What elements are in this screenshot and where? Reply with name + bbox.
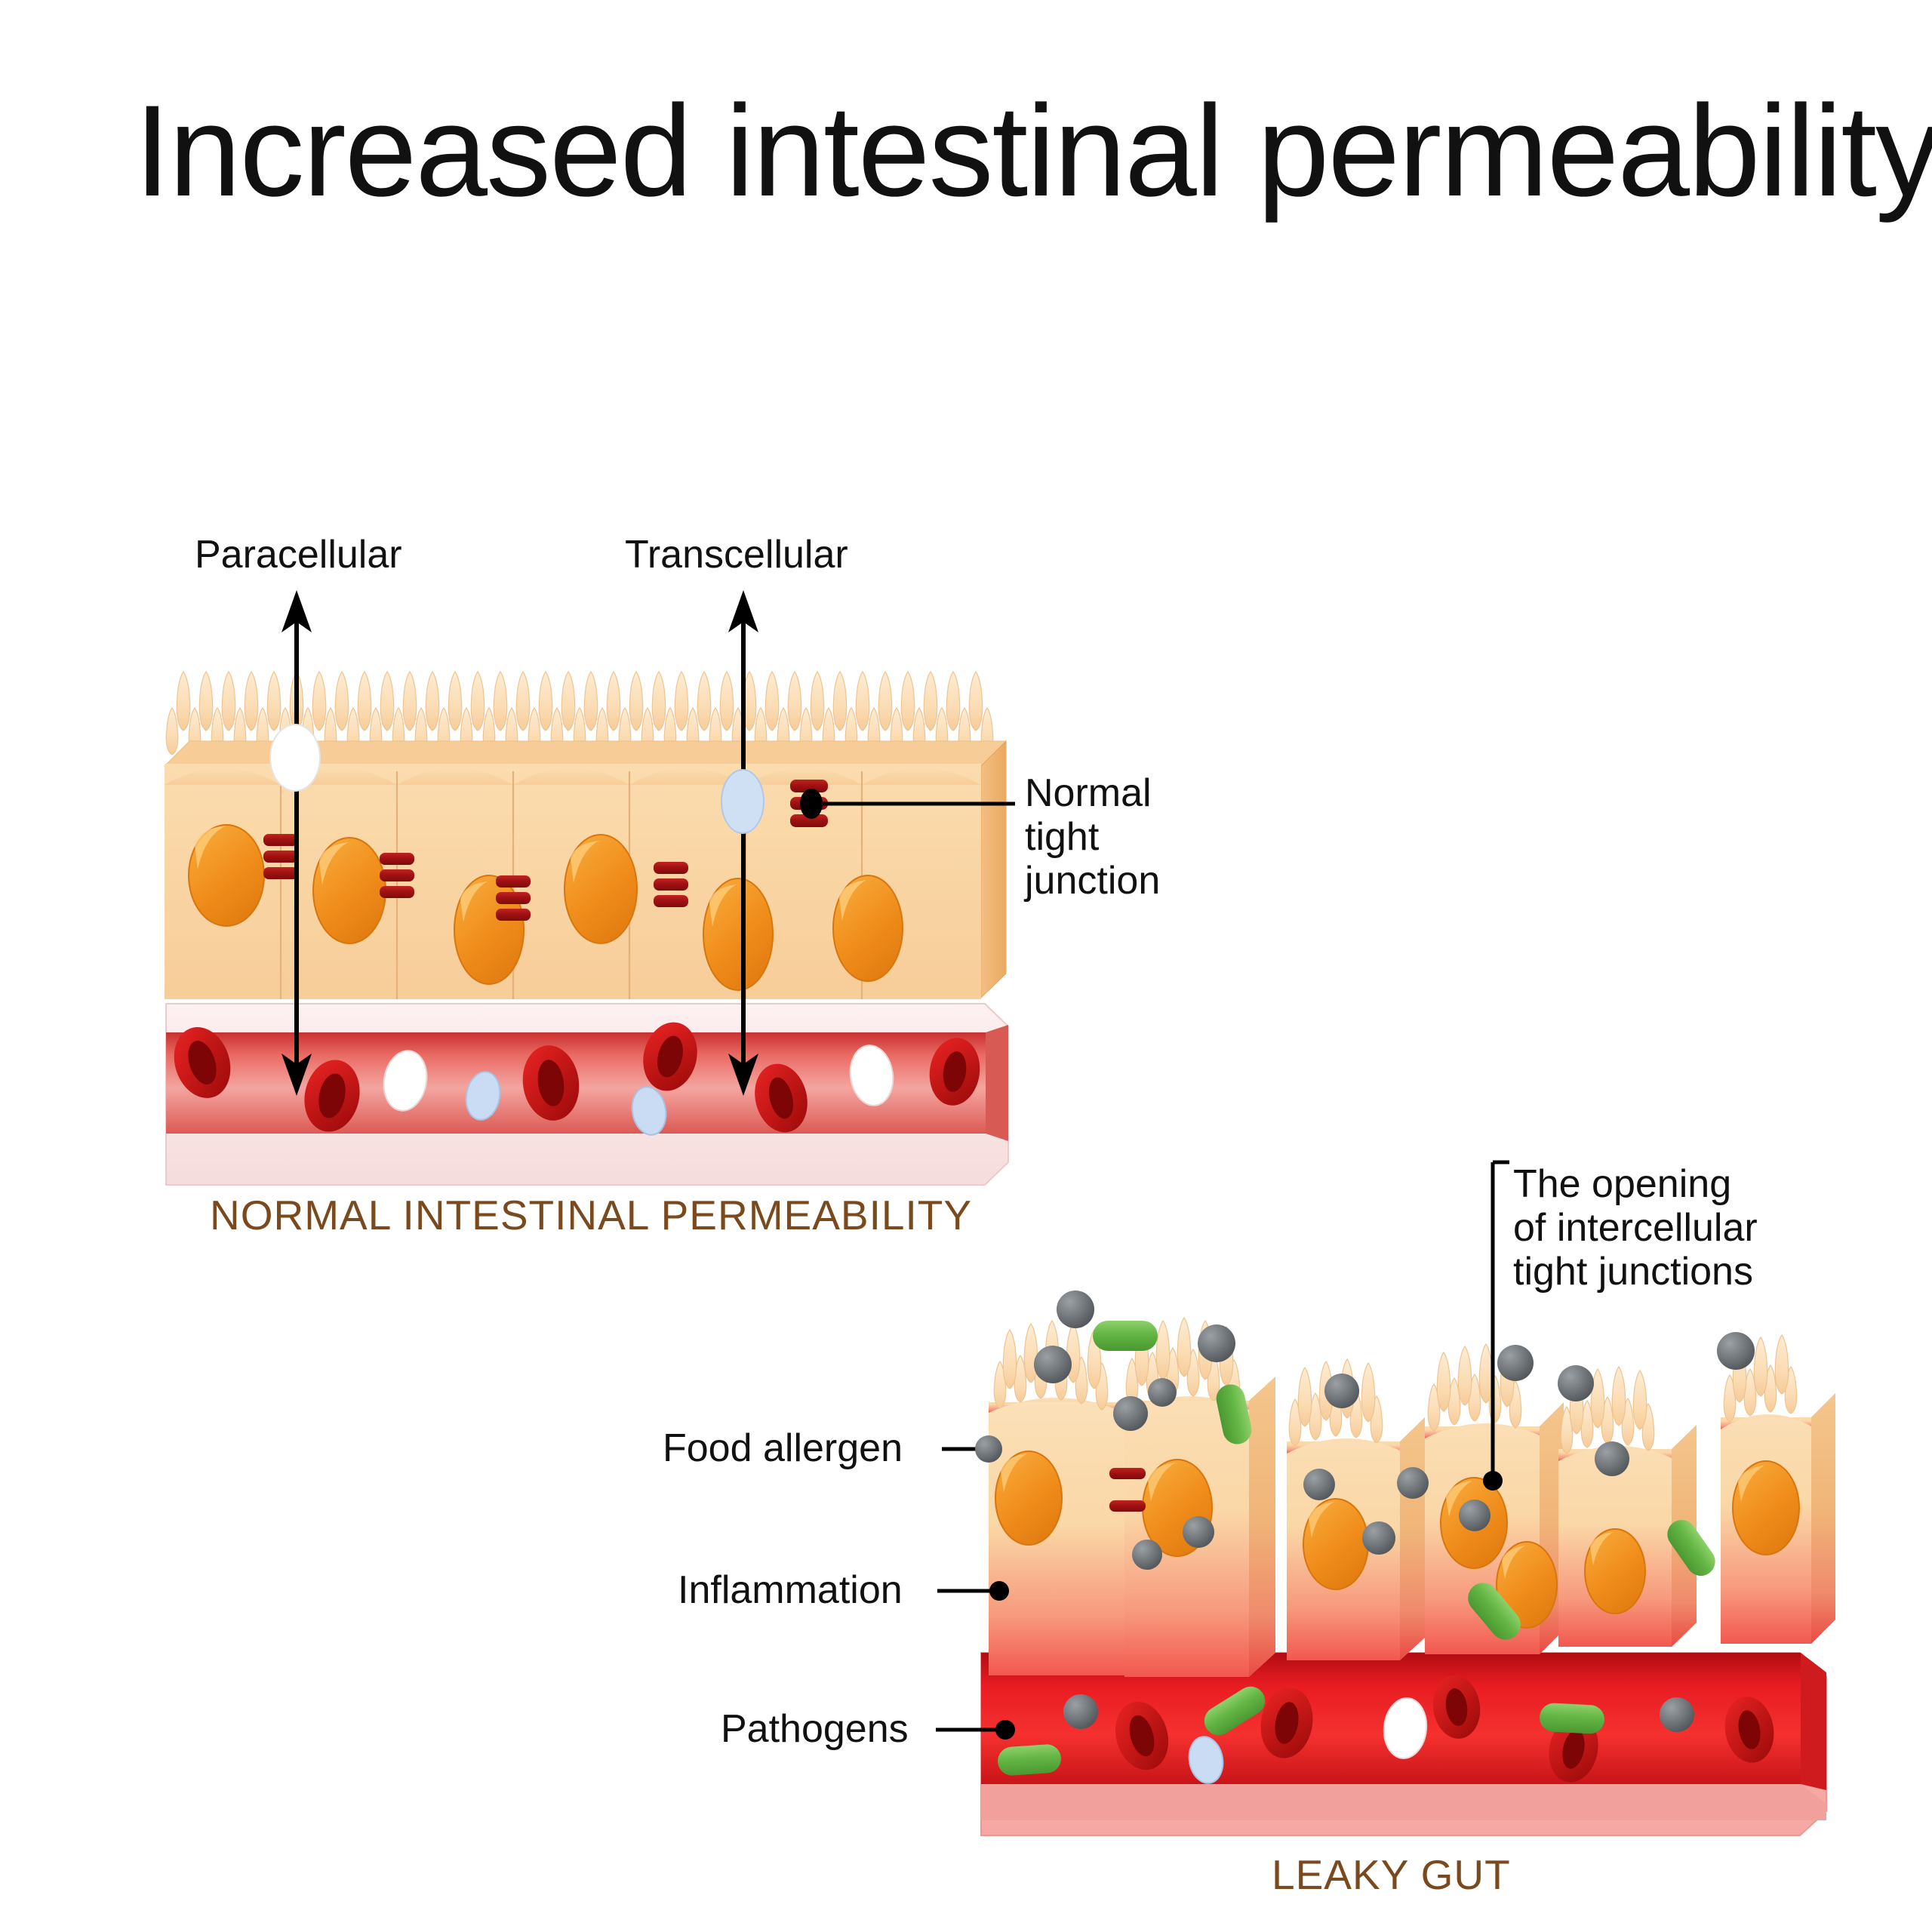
label-transcellular: Transcellular — [625, 533, 848, 577]
caption-leaky-gut: LEAKY GUT — [1272, 1851, 1511, 1898]
normal-epithelium — [163, 740, 1008, 999]
labelled-tight-junction — [790, 780, 828, 827]
leaky-white-blood-cell — [1383, 1697, 1428, 1759]
broken-tight-junction — [1109, 1468, 1146, 1512]
transported-particles — [269, 724, 764, 834]
otj-line-3: tight junctions — [1513, 1250, 1753, 1294]
label-food-allergen: Food allergen — [663, 1426, 903, 1470]
white-blood-cells — [383, 1044, 894, 1112]
leaky-lymphocyte — [1188, 1736, 1224, 1784]
label-opening-tight-junctions: The opening of intercellular tight junct… — [1513, 1162, 1758, 1294]
pathogen-group — [1093, 1321, 1715, 1640]
red-blood-cells — [174, 1022, 980, 1133]
tight-junction-group — [263, 780, 828, 921]
leaky-vessel-allergens — [1063, 1694, 1694, 1732]
otj-line-2: of intercellular — [1513, 1206, 1758, 1251]
paracellular-arrow — [281, 590, 312, 1096]
caption-normal-intestinal-permeability: NORMAL INTESTINAL PERMEABILITY — [210, 1192, 973, 1238]
transcellular-arrow — [728, 590, 758, 1096]
lymphocytes — [465, 1071, 667, 1136]
leaky-cell — [1287, 1417, 1425, 1660]
label-normal-tight-junction: Normal tight junction — [1025, 771, 1160, 903]
label-pathogens: Pathogens — [721, 1707, 909, 1751]
leaky-cell — [1721, 1393, 1835, 1644]
page-title: Increased intestinal permeability — [134, 78, 1932, 223]
normal-blood-vessel — [165, 1003, 1009, 1186]
leaky-epithelium — [989, 1291, 1835, 1677]
food-allergen-group — [1034, 1291, 1755, 1570]
label-paracellular: Paracellular — [195, 533, 402, 577]
leaky-blood-vessel — [980, 1652, 1827, 1836]
leaky-red-blood-cells — [1115, 1675, 1774, 1783]
otj-line-1: The opening — [1513, 1162, 1732, 1206]
leaky-vessel-pathogens — [998, 1686, 1604, 1776]
leaky-leader-lines — [936, 1160, 1509, 1740]
ntj-line-2: tight — [1025, 815, 1100, 860]
label-inflammation: Inflammation — [678, 1568, 903, 1612]
leaky-cell — [989, 1398, 1124, 1675]
ntj-line-3: junction — [1025, 859, 1161, 903]
leaky-cell — [1425, 1402, 1564, 1654]
ntj-line-1: Normal — [1025, 771, 1152, 815]
